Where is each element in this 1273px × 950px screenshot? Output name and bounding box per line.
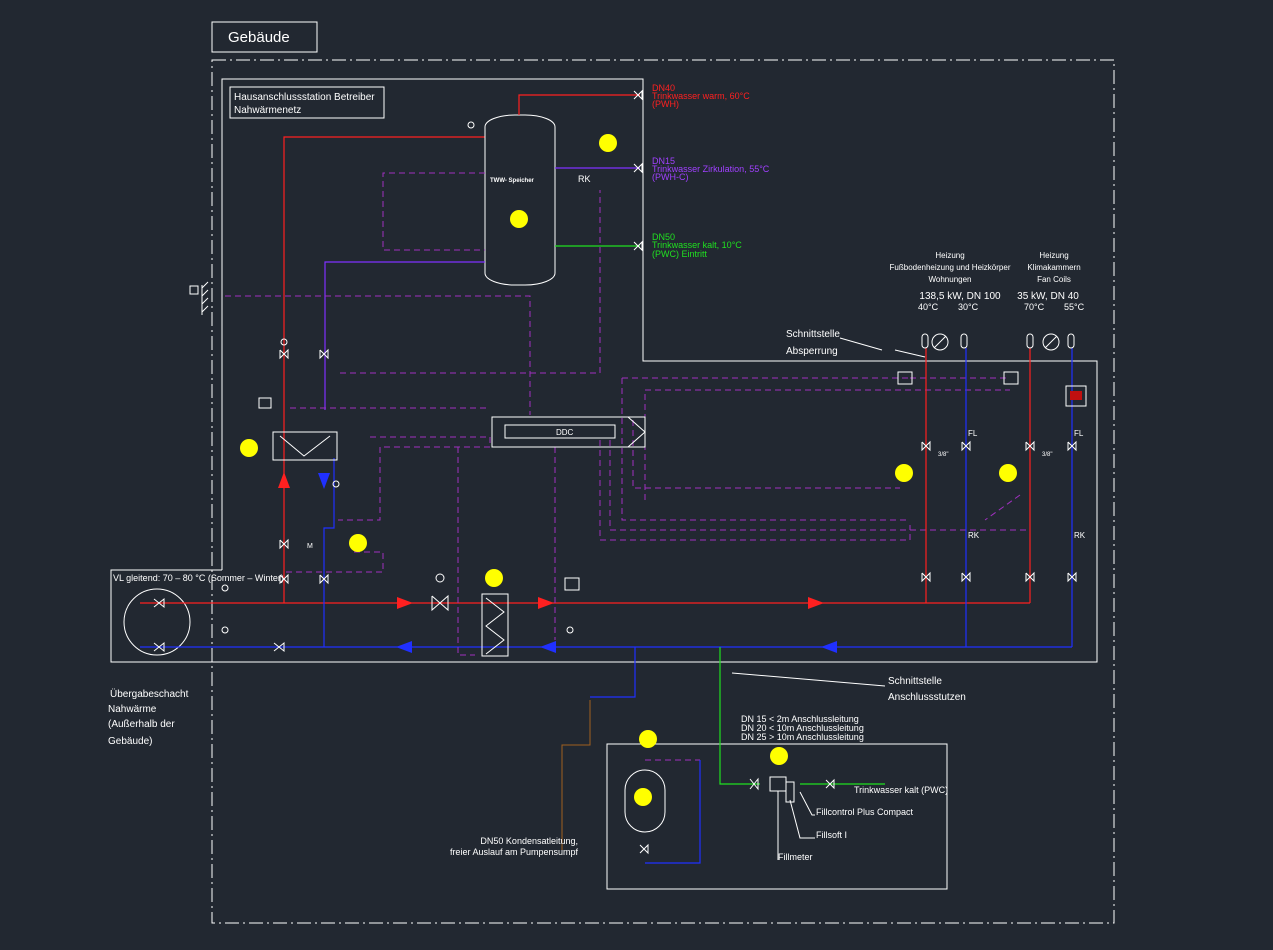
- rk-label: RK: [578, 174, 591, 184]
- interface2-l1: Schnittstelle: [888, 676, 942, 687]
- heating2-l2: Klimakammern: [1027, 263, 1080, 272]
- marker-plate-hx: [485, 569, 503, 587]
- heating1-l3: Wohnungen: [929, 275, 972, 284]
- heating2-t2: 55°C: [1064, 302, 1085, 312]
- pwhc-dn: DN15: [652, 156, 675, 166]
- marker-valve: [349, 534, 367, 552]
- ddc-label: DDC: [556, 428, 574, 437]
- hx-up-arrow: [278, 472, 290, 488]
- size-38: 3/8": [938, 452, 948, 458]
- size-38-2: 3/8": [1042, 452, 1052, 458]
- valve-symbols: [153, 89, 1077, 855]
- pressurization-box: [606, 743, 948, 890]
- fill-meter: [785, 781, 795, 803]
- dn-rule-3: DN 25 > 10m Anschlussleitung: [741, 732, 864, 742]
- station-title-box: [229, 86, 385, 119]
- shaft-l1: Übergabeschacht: [110, 688, 189, 700]
- marker-pump: [599, 134, 617, 152]
- flow-arrow: [821, 641, 837, 653]
- heating1-l1: Heizung: [935, 251, 964, 260]
- motor-valve: [435, 573, 445, 583]
- marker-circuit2: [999, 464, 1017, 482]
- station-title-1: Hausanschlussstation Betreiber: [234, 92, 375, 103]
- heating1-t2: 30°C: [958, 302, 979, 312]
- ddc-inner: [504, 424, 616, 439]
- m-label: M: [307, 543, 313, 550]
- marker-storage: [510, 210, 528, 228]
- interface2-l2: Anschlussstutzen: [888, 692, 966, 703]
- pwh-desc: Trinkwasser warm, 60°C: [652, 91, 750, 101]
- flow-arrow: [808, 597, 824, 609]
- interface1-l2: Absperrung: [786, 346, 838, 357]
- shaft-l4: Gebäude): [108, 736, 152, 747]
- heating2-t1: 70°C: [1024, 302, 1045, 312]
- marker-hx: [240, 439, 258, 457]
- heating1-t1: 40°C: [918, 302, 939, 312]
- marker-vessel-top: [639, 730, 657, 748]
- storage-tank: [484, 114, 556, 286]
- condensate-l2: freier Auslauf am Pumpensumpf: [450, 847, 579, 857]
- fl-label: FL: [968, 429, 978, 438]
- hx-sensor: [258, 397, 272, 409]
- marker-vessel: [634, 788, 652, 806]
- fl-label-2: FL: [1074, 429, 1084, 438]
- heating2-l1: Heizung: [1039, 251, 1068, 260]
- heating1-l2: Fußbodenheizung und Heizkörper: [890, 263, 1011, 272]
- circuit2-sensor: [1003, 371, 1019, 385]
- flow-sensor: [564, 577, 580, 591]
- fillcontrol: Fillcontrol Plus Compact: [816, 807, 914, 817]
- pwc-in: Trinkwasser kalt (PWC): [854, 785, 948, 795]
- shaft-l2: Nahwärme: [108, 704, 157, 715]
- rk-label-1: RK: [968, 531, 980, 540]
- pwhc-desc: Trinkwasser Zirkulation, 55°C: [652, 164, 770, 174]
- hx-down-arrow: [318, 473, 330, 489]
- pwc-code: (PWC) Eintritt: [652, 249, 707, 259]
- heat-exchanger: [272, 431, 338, 461]
- expansion-vessel: [624, 769, 666, 833]
- pwc-desc: Trinkwasser kalt, 10°C: [652, 240, 742, 250]
- pwh-dn: DN40: [652, 83, 675, 93]
- heating2-l3: Fan Coils: [1037, 275, 1071, 284]
- flow-arrow: [396, 641, 412, 653]
- marker-circuit1: [895, 464, 913, 482]
- circuit1-pump: [931, 333, 949, 351]
- wall-sensor: [189, 285, 199, 295]
- heating1-power: 138,5 kW, DN 100: [919, 291, 1001, 302]
- plate-hx: [481, 593, 509, 657]
- flow-arrow: [538, 597, 554, 609]
- storage-label: TWW- Speicher: [490, 178, 535, 184]
- pwc-dn: DN50: [652, 232, 675, 242]
- building-title-box: [211, 21, 318, 53]
- marker-fill: [770, 747, 788, 765]
- vl-label: VL gleitend: 70 – 80 °C (Sommer – Winter…: [113, 573, 284, 583]
- dn-rule-2: DN 20 < 10m Anschlussleitung: [741, 723, 864, 733]
- fillsoft: Fillsoft I: [816, 830, 847, 840]
- pwhc-code: (PWH-C): [652, 172, 689, 182]
- building-boundary: [211, 59, 1115, 924]
- rk-label-2: RK: [1074, 531, 1086, 540]
- interface1-l1: Schnittstelle: [786, 329, 840, 340]
- flow-arrow: [397, 597, 413, 609]
- condensate-l1: DN50 Kondensatleitung,: [480, 836, 578, 846]
- flow-arrow: [540, 641, 556, 653]
- dn-rule-1: DN 15 < 2m Anschlussleitung: [741, 714, 859, 724]
- building-title: Gebäude: [228, 29, 290, 46]
- station-outline: [110, 78, 1098, 663]
- circuit2-display: [1065, 385, 1087, 407]
- pwh-code: (PWH): [652, 99, 679, 109]
- station-title-2: Nahwärmenetz: [234, 105, 301, 116]
- fillmeter: Fillmeter: [778, 852, 813, 862]
- heating2-power: 35 kW, DN 40: [1017, 291, 1079, 302]
- transfer-shaft: [123, 588, 191, 656]
- circuit1-sensor: [897, 371, 913, 385]
- shaft-l3: (Außerhalb der: [108, 719, 175, 730]
- circuit2-pump: [1042, 333, 1060, 351]
- fill-unit: [769, 776, 787, 792]
